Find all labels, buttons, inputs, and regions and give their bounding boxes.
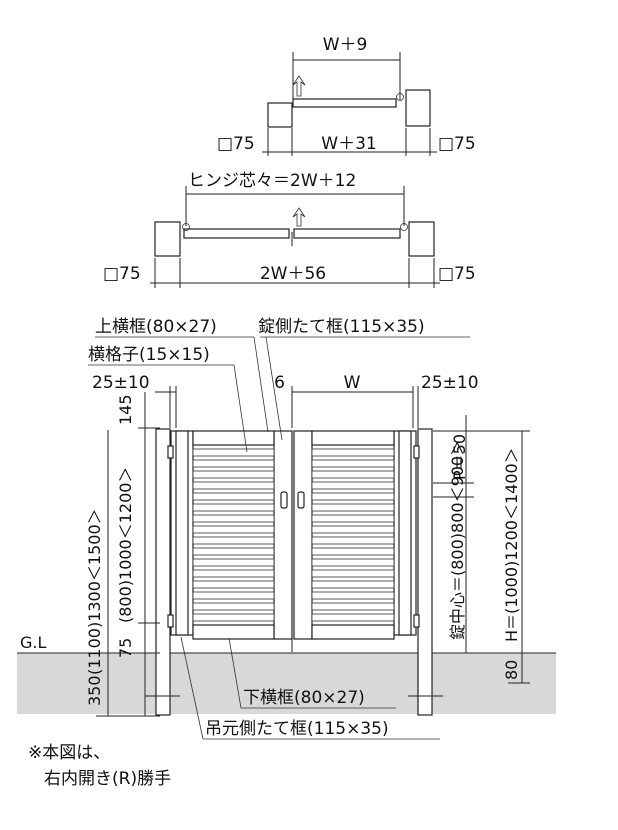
dim-lock-center: 錠中心＝(800)800＜900＞ bbox=[448, 440, 467, 640]
note: ※本図は、 右内開き(R)勝手 bbox=[28, 743, 171, 789]
leaf-right-plan bbox=[293, 228, 401, 239]
note-line-1: ※本図は、 bbox=[28, 743, 110, 763]
dim-80: 80 bbox=[502, 660, 521, 680]
lock-stile-right bbox=[293, 430, 313, 640]
dim-w-plus-31: W＋31 bbox=[321, 134, 376, 154]
post-right-double bbox=[408, 221, 435, 257]
hinge-bottom-left bbox=[167, 614, 174, 628]
label-bottom-rail: 下横框(80×27) bbox=[243, 688, 365, 708]
gate-leaf-plan bbox=[292, 98, 397, 108]
lock-stile-left bbox=[273, 430, 293, 640]
top-rail-left bbox=[192, 430, 275, 446]
hinge-top-right bbox=[413, 445, 420, 459]
ground-area bbox=[17, 653, 556, 714]
dim-hinge-center: ヒンジ芯々＝2W＋12 bbox=[188, 171, 356, 191]
dim-gap-left: 25±10 bbox=[92, 373, 150, 393]
dim-w-plus-9: W＋9 bbox=[323, 35, 368, 55]
dim-post-75-right: □75 bbox=[438, 134, 476, 154]
post-right bbox=[405, 89, 431, 127]
dim-75: 75 bbox=[116, 638, 135, 658]
dim-height-inner: (800)1000＜1200＞ bbox=[116, 467, 135, 623]
single-gate-plan: W＋9 □75 W＋31 □75 bbox=[217, 35, 476, 156]
dim-post-75-left-double: □75 bbox=[103, 264, 141, 284]
top-rail-right bbox=[311, 430, 395, 446]
dim-center-gap: 6 bbox=[274, 373, 285, 393]
dim-h: H＝(1000)1200＜1400＞ bbox=[502, 447, 521, 642]
slats-right bbox=[311, 448, 395, 622]
label-hinge-stile: 吊元側たて框(115×35) bbox=[205, 719, 389, 739]
ground-level-label: G.L bbox=[20, 633, 46, 652]
hinge-top-left bbox=[167, 445, 174, 459]
open-arrow-double-icon bbox=[292, 207, 306, 227]
note-line-2: 右内開き(R)勝手 bbox=[44, 769, 171, 789]
label-slat: 横格子(15×15) bbox=[88, 345, 210, 365]
double-gate-plan: ヒンジ芯々＝2W＋12 □75 2W＋56 □75 bbox=[103, 171, 476, 288]
open-arrow-icon bbox=[292, 75, 306, 97]
elevation-post-left bbox=[155, 428, 171, 716]
handle-right bbox=[297, 491, 305, 509]
elevation-view: G.L bbox=[17, 317, 556, 740]
post-left bbox=[267, 102, 293, 128]
dim-post-75-left: □75 bbox=[217, 134, 255, 154]
dim-post-75-right-double: □75 bbox=[438, 264, 476, 284]
slats-left bbox=[192, 448, 275, 622]
dim-height-outer: (1100)1300＜1500＞ bbox=[85, 508, 104, 675]
dim-350: 350 bbox=[85, 675, 104, 706]
dim-2w-plus-56: 2W＋56 bbox=[260, 264, 326, 284]
dim-pitch: P＝50 bbox=[450, 434, 469, 480]
label-lock-stile: 錠側たて框(115×35) bbox=[258, 317, 425, 337]
dim-145: 145 bbox=[116, 394, 135, 425]
dim-leaf-width: W bbox=[344, 373, 361, 393]
elevation-post-right bbox=[417, 428, 433, 716]
leaf-left-plan bbox=[183, 228, 290, 239]
bottom-rail-right bbox=[311, 624, 395, 640]
dim-gap-right: 25±10 bbox=[421, 373, 479, 393]
label-top-rail: 上横框(80×27) bbox=[95, 317, 217, 337]
hinge-bottom-right bbox=[413, 614, 420, 628]
handle-left bbox=[280, 491, 288, 509]
post-left-double bbox=[154, 221, 181, 257]
bottom-rail-left bbox=[192, 624, 275, 640]
